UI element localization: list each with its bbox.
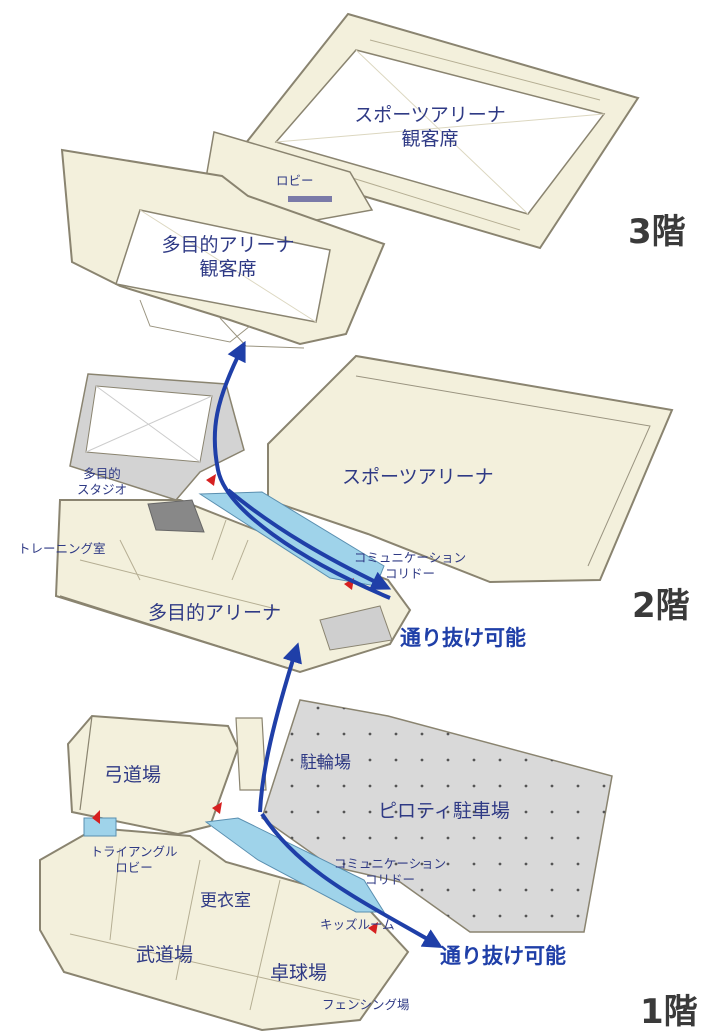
multipurpose-arena-2f bbox=[54, 499, 412, 674]
label-sports-arena-2f: スポーツアリーナ bbox=[342, 466, 494, 488]
route-arrow-2f-exit bbox=[226, 488, 392, 590]
floor-2-plan bbox=[54, 354, 674, 674]
label-lobby-3f: ロビー bbox=[276, 173, 314, 188]
marker-1f-a bbox=[212, 802, 222, 814]
floor-label-3f: 3階 bbox=[628, 212, 686, 252]
pass-through-label-2f: 通り抜け可能 bbox=[400, 626, 526, 650]
label-kids-room: キッズルーム bbox=[320, 917, 395, 932]
marker-1f-c bbox=[368, 922, 378, 934]
label-archery-hall: 弓道場 bbox=[104, 764, 162, 786]
label-multipurpose-studio: 多目的 スタジオ bbox=[76, 466, 128, 497]
floor-label-2f: 2階 bbox=[632, 586, 690, 626]
route-arrow-1f-to-2f bbox=[258, 642, 302, 813]
floor-3-plan bbox=[60, 12, 640, 349]
label-bicycle-parking: 駐輪場 bbox=[300, 753, 351, 773]
pass-through-label-1f: 通り抜け可能 bbox=[440, 944, 566, 968]
route-arrow-1f-exit bbox=[260, 812, 443, 949]
label-multipurpose-arena-2f: 多目的アリーナ bbox=[148, 602, 282, 624]
label-training-room: トレーニング室 bbox=[18, 541, 106, 556]
label-table-tennis-hall: 卓球場 bbox=[270, 962, 328, 984]
route-arrow-2f-to-3f bbox=[212, 340, 391, 600]
label-changing-room: 更衣室 bbox=[200, 891, 251, 911]
label-martial-arts-hall: 武道場 bbox=[136, 944, 194, 966]
archery-hall bbox=[66, 714, 240, 836]
marker-2f-a bbox=[206, 474, 216, 486]
label-fencing-hall: フェンシング場 bbox=[322, 997, 410, 1012]
marker-1f-b bbox=[92, 810, 100, 824]
lower-block-1f bbox=[39, 826, 410, 1032]
label-communication-corridor-1f: コミュニケーション コリドー bbox=[333, 856, 447, 887]
label-communication-corridor-2f: コミュニケーション コリドー bbox=[353, 550, 467, 581]
label-sports-arena-seats: スポーツアリーナ 観客席 bbox=[354, 104, 506, 150]
floor-label-1f: 1階 bbox=[640, 992, 698, 1032]
label-triangle-lobby: トライアングル ロビー bbox=[90, 844, 178, 875]
label-piloti-parking: ピロティ駐車場 bbox=[378, 800, 510, 822]
label-multipurpose-arena-seats: 多目的アリーナ 観客席 bbox=[161, 234, 295, 280]
